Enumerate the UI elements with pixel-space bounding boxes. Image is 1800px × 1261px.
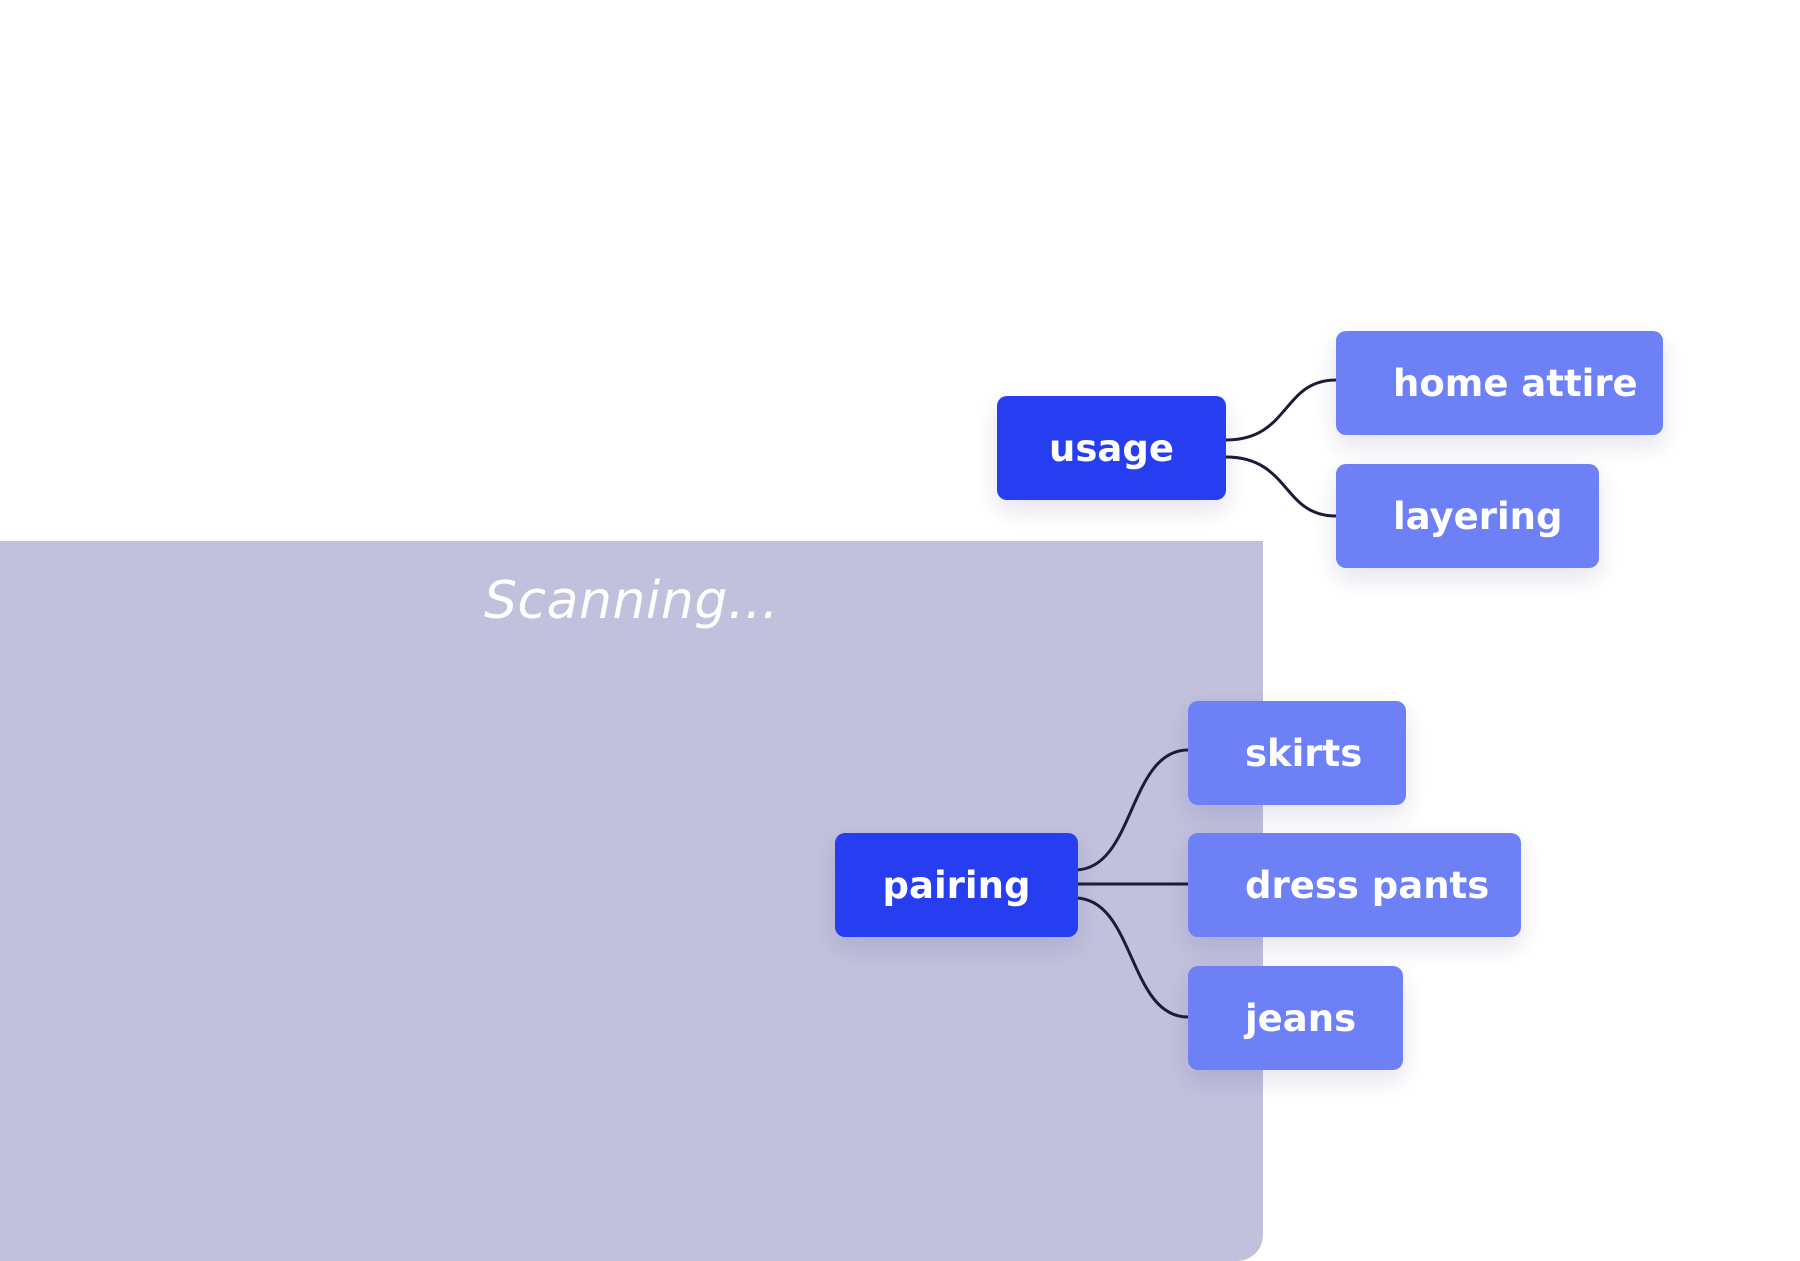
node-usage-label: usage	[1049, 426, 1174, 470]
node-jeans-label: jeans	[1245, 996, 1357, 1040]
node-pairing-label: pairing	[882, 863, 1031, 907]
node-dress-pants[interactable]: dress pants	[1188, 833, 1521, 937]
node-home-attire-label: home attire	[1393, 361, 1638, 405]
connector-usage-layering	[1224, 455, 1338, 518]
node-pairing[interactable]: pairing	[835, 833, 1078, 937]
connector-pairing-skirts	[1073, 748, 1190, 872]
scanning-status-text: Scanning...	[484, 571, 779, 631]
node-layering-label: layering	[1393, 494, 1563, 538]
connector-usage-home-attire	[1224, 378, 1338, 442]
node-usage[interactable]: usage	[997, 396, 1226, 500]
connector-pairing-jeans	[1073, 896, 1190, 1019]
node-jeans[interactable]: jeans	[1188, 966, 1403, 1070]
node-dress-pants-label: dress pants	[1245, 863, 1490, 907]
node-skirts[interactable]: skirts	[1188, 701, 1406, 805]
node-skirts-label: skirts	[1245, 731, 1363, 775]
node-layering[interactable]: layering	[1336, 464, 1599, 568]
node-home-attire[interactable]: home attire	[1336, 331, 1663, 435]
